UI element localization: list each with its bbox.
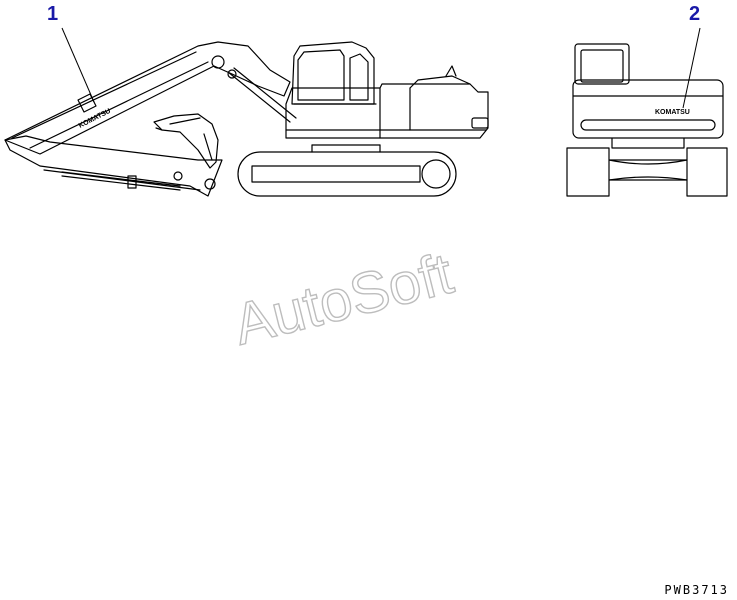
watermark: AutoSoft: [227, 241, 459, 358]
excavator-side-view: KOMATSU: [4, 41, 489, 197]
operator-cab: [291, 41, 377, 105]
figure-code: PWB3713: [664, 583, 729, 597]
callout-1: 1: [47, 3, 59, 25]
boom: [4, 41, 297, 155]
decal-text-rear: KOMATSU: [655, 109, 690, 116]
excavator-rear-view: KOMATSU: [566, 43, 728, 197]
bucket: [153, 113, 219, 169]
track-side: [237, 144, 457, 197]
leader-line-1: [61, 27, 95, 103]
leader-line-2: [682, 27, 701, 109]
callout-2: 2: [689, 3, 701, 25]
upper-structure: [285, 65, 489, 139]
arm: [4, 135, 223, 197]
